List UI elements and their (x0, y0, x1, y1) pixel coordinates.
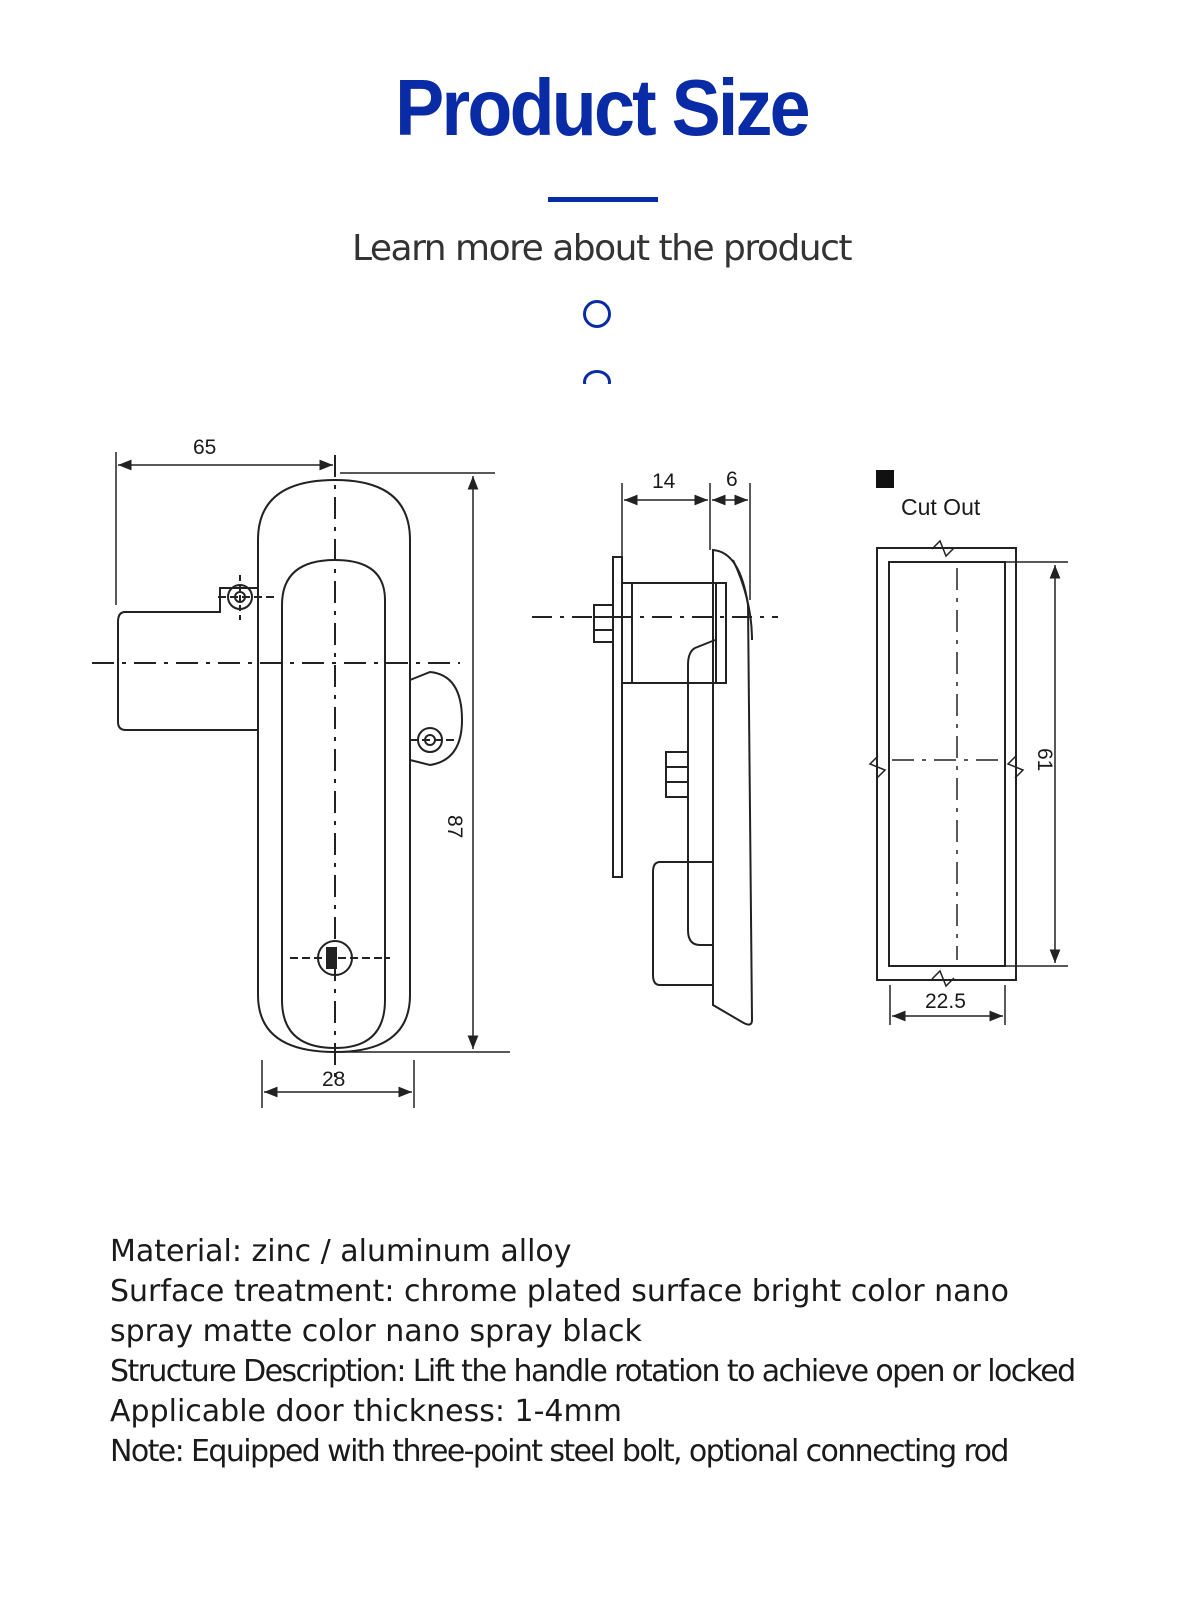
dim-label-61: 61 (1033, 748, 1056, 771)
cutout-title: Cut Out (901, 494, 981, 520)
handle-grip-outline (281, 558, 386, 1050)
dim-label-28: 28 (322, 1068, 345, 1091)
cutout-inner (888, 561, 1006, 967)
door-plate (612, 556, 623, 878)
title-underline (548, 197, 658, 202)
spec-surface-treatment-cont: spray matte color nano spray black (110, 1314, 642, 1349)
spec-door-thickness: Applicable door thickness: 1-4mm (110, 1394, 622, 1429)
front-view (92, 452, 510, 1108)
dim-label-22-5: 22.5 (925, 990, 966, 1013)
side-view (532, 483, 778, 1026)
left-arm (117, 587, 258, 731)
cover-profile (712, 548, 754, 1026)
spec-material: Material: zinc / aluminum alloy (110, 1234, 572, 1269)
lock-cylinder (621, 582, 727, 684)
dim-label-87: 87 (443, 815, 466, 838)
circle-icon (583, 300, 611, 328)
dim-label-6: 6 (726, 468, 738, 491)
circle-icon (583, 370, 611, 384)
handle-body-outline (257, 478, 411, 1054)
bottom-block (652, 861, 714, 986)
spec-list: Material: zinc / aluminum alloy Surface … (110, 1232, 1110, 1472)
spec-structure: Structure Description: Lift the handle r… (110, 1354, 1076, 1389)
handle-profile (687, 639, 716, 946)
cutout-square-icon (876, 470, 894, 488)
right-lug (409, 670, 464, 767)
dim-label-14: 14 (652, 470, 676, 493)
page-title: Product Size (395, 63, 810, 152)
dim-label-65: 65 (193, 436, 216, 459)
spec-surface-treatment: Surface treatment: chrome plated surface… (110, 1274, 1009, 1309)
page-subtitle: Learn more about the product (351, 228, 853, 269)
cutout-view (868, 539, 1068, 1025)
technical-drawing: 65 87 28 14 6 Cut Out (92, 436, 1068, 1108)
spec-note: Note: Equipped with three-point steel bo… (110, 1434, 1009, 1469)
cutout-outer (876, 547, 1017, 981)
